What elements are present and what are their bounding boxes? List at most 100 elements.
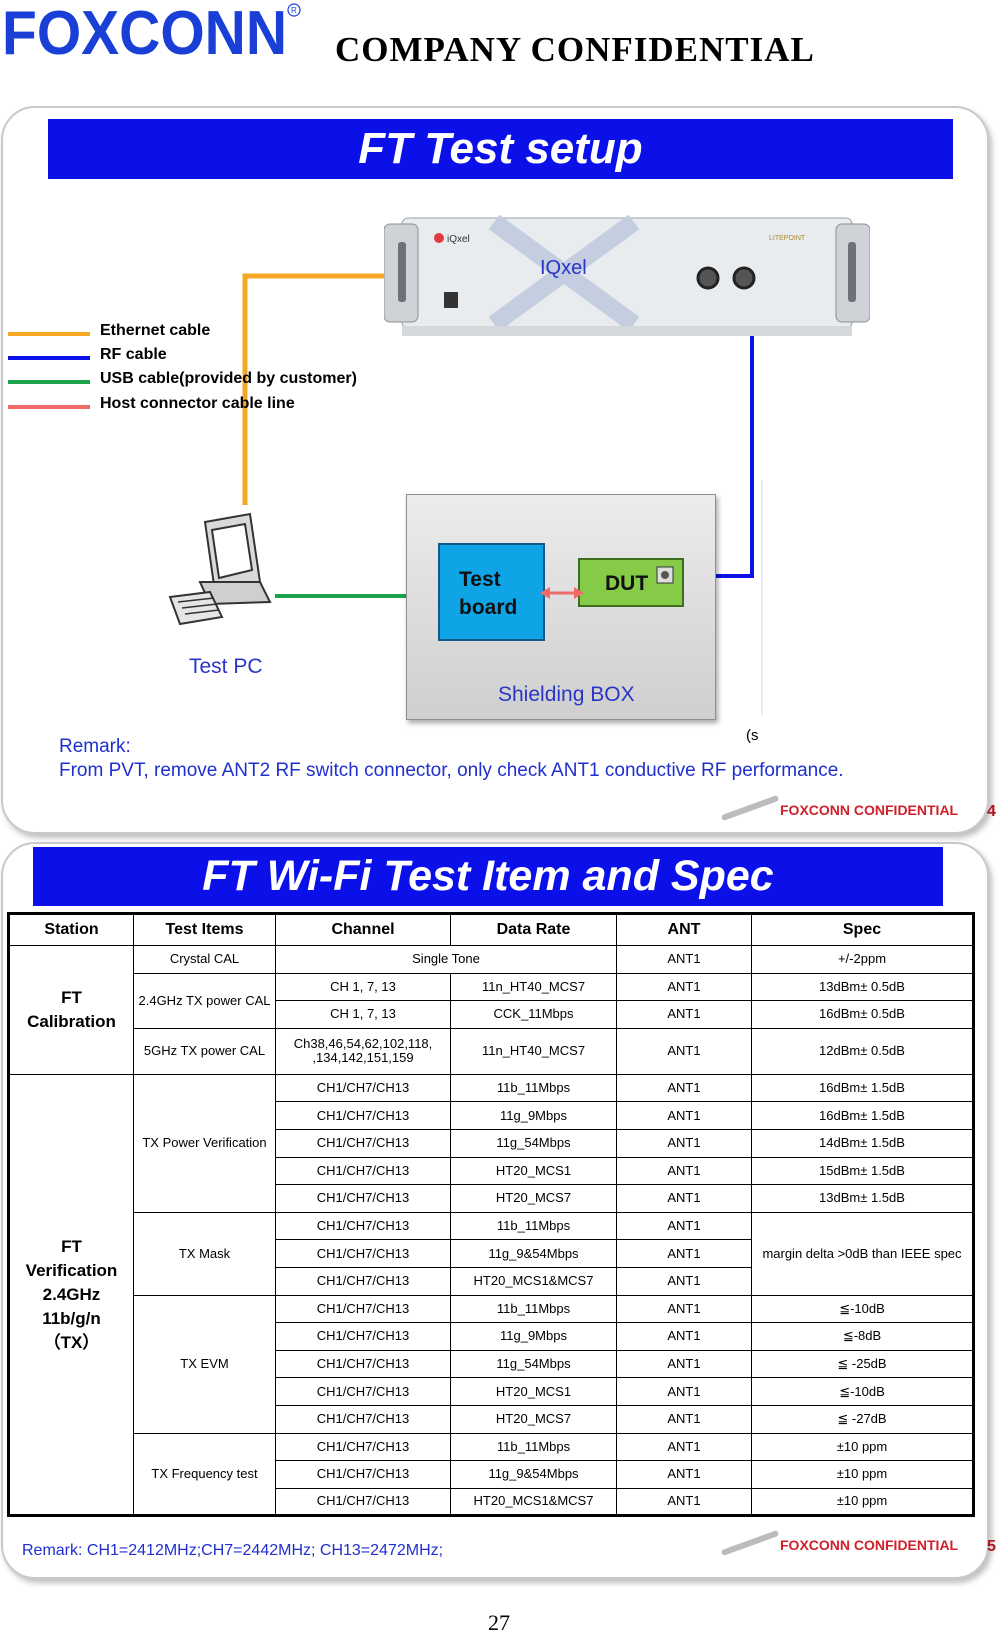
test-item-cell: Crystal CAL (133, 945, 276, 974)
channel-cell: CH1/CH7/CH13 (275, 1184, 451, 1213)
spec-cell: 15dBm± 1.5dB (751, 1156, 974, 1186)
slide1-remark-text: From PVT, remove ANT2 RF switch connecto… (59, 760, 844, 781)
rf-port-2-icon (732, 266, 756, 290)
spec-cell: 12dBm± 0.5dB (751, 1027, 974, 1075)
data-rate-cell: 11b_11Mbps (450, 1432, 617, 1462)
test-pc-label: Test PC (189, 655, 263, 678)
iqxel-logo-icon (434, 233, 444, 243)
data-rate-cell: HT20_MCS7 (450, 1404, 617, 1434)
data-rate-cell: HT20_MCS1&MCS7 (450, 1266, 617, 1296)
test-pc-icon (168, 512, 272, 626)
channel-cell: CH1/CH7/CH13 (275, 1487, 451, 1517)
ant-cell: ANT1 (616, 1156, 752, 1186)
channel-cell: CH1/CH7/CH13 (275, 1349, 451, 1379)
svg-text:iQxel: iQxel (447, 234, 470, 245)
legend-rf-label: RF cable (100, 346, 167, 363)
legend-ethernet-label: Ethernet cable (100, 322, 211, 339)
ant-cell: ANT1 (616, 1404, 752, 1434)
dut-connector-icon (656, 566, 674, 584)
slide2-title: FT Wi-Fi Test Item and Spec (33, 847, 943, 906)
host-connector-arrow-icon (540, 587, 584, 599)
ant-cell: ANT1 (616, 972, 752, 1002)
ant-cell: ANT1 (616, 1266, 752, 1296)
data-rate-cell: 11g_9&54Mbps (450, 1460, 617, 1489)
spec-cell: ±10 ppm (751, 1460, 974, 1489)
data-rate-cell: 11b_11Mbps (450, 1294, 617, 1324)
col-ant-header: ANT (616, 913, 752, 946)
iqxel-instrument: iQxel LITEPOINT (384, 214, 870, 336)
data-rate-cell: HT20_MCS1 (450, 1377, 617, 1406)
slide2-footer-confidential: FOXCONN CONFIDENTIAL (780, 1537, 959, 1553)
shielding-box-label: Shielding BOX (498, 683, 635, 706)
ant-cell: ANT1 (616, 1460, 752, 1489)
test-board-label: Test board (459, 568, 518, 619)
logo-wordmark: FOXCONN (2, 2, 287, 62)
channel-cell: CH1/CH7/CH13 (275, 1432, 451, 1462)
test-item-cell: TX Mask (133, 1211, 276, 1296)
col-data-rate-header: Data Rate (450, 913, 617, 946)
spec-cell: ≦-8dB (751, 1322, 974, 1351)
station-verification-cell: FT Verification 2.4GHz 11b/g/n （TX） (8, 1073, 134, 1517)
channel-cell: CH1/CH7/CH13 (275, 1156, 451, 1186)
spec-cell: 13dBm± 1.5dB (751, 1184, 974, 1213)
ant-cell: ANT1 (616, 1377, 752, 1406)
legend-usb-swatch (8, 380, 90, 384)
spec-cell: ±10 ppm (751, 1432, 974, 1462)
spec-cell: 16dBm± 1.5dB (751, 1101, 974, 1130)
ant-cell: ANT1 (616, 1487, 752, 1517)
test-item-cell: TX Frequency test (133, 1432, 276, 1517)
ant-cell: ANT1 (616, 1073, 752, 1103)
ant-cell: ANT1 (616, 1294, 752, 1324)
data-rate-cell: 11g_9&54Mbps (450, 1239, 617, 1268)
data-rate-cell: 11n_HT40_MCS7 (450, 1027, 617, 1075)
spec-table: Station Test Items Channel Data Rate ANT… (7, 912, 975, 1518)
channel-cell: CH1/CH7/CH13 (275, 1211, 451, 1241)
slide2-remark: Remark: CH1=2412MHz;CH7=2442MHz; CH13=24… (22, 1542, 444, 1559)
spec-cell: ≦-10dB (751, 1294, 974, 1324)
legend-host-label: Host connector cable line (100, 395, 295, 412)
ant-cell: ANT1 (616, 1211, 752, 1241)
col-channel-header: Channel (275, 913, 451, 946)
table-header-row: Station Test Items Channel Data Rate ANT… (8, 913, 974, 946)
spec-cell: 16dBm± 0.5dB (751, 1000, 974, 1029)
legend-rf-swatch (8, 356, 90, 360)
ant-cell: ANT1 (616, 1184, 752, 1213)
channel-cell: CH1/CH7/CH13 (275, 1128, 451, 1158)
spec-cell: ≦-10dB (751, 1377, 974, 1406)
legend-usb-label: USB cable(provided by customer) (100, 370, 357, 387)
ant-cell: ANT1 (616, 1432, 752, 1462)
channel-cell: CH1/CH7/CH13 (275, 1322, 451, 1351)
data-rate-cell: 11b_11Mbps (450, 1073, 617, 1103)
test-item-cell: 5GHz TX power CAL (133, 1027, 276, 1075)
ant-cell: ANT1 (616, 1101, 752, 1130)
channel-cell: CH1/CH7/CH13 (275, 1266, 451, 1296)
dut-block (578, 558, 684, 607)
spec-cell: margin delta >0dB than IEEE spec (751, 1211, 974, 1296)
channel-cell: CH1/CH7/CH13 (275, 1073, 451, 1103)
ant-cell: ANT1 (616, 1322, 752, 1351)
data-rate-cell: HT20_MCS7 (450, 1184, 617, 1213)
channel-cell: CH1/CH7/CH13 (275, 1294, 451, 1324)
iqxel-label: IQxel (540, 257, 587, 279)
page-number: 27 (488, 1610, 510, 1635)
channel-cell: Single Tone (275, 945, 617, 974)
data-rate-cell: HT20_MCS1 (450, 1156, 617, 1186)
slide1-footer-confidential: FOXCONN CONFIDENTIAL (780, 802, 959, 818)
svg-text:LITEPOINT: LITEPOINT (769, 235, 806, 242)
foxconn-logo: FOXCONN R (2, 2, 301, 62)
data-rate-cell: CCK_11Mbps (450, 1000, 617, 1029)
col-test-items-header: Test Items (133, 913, 276, 946)
spec-cell: ±10 ppm (751, 1487, 974, 1517)
data-rate-cell: 11g_9Mbps (450, 1322, 617, 1351)
